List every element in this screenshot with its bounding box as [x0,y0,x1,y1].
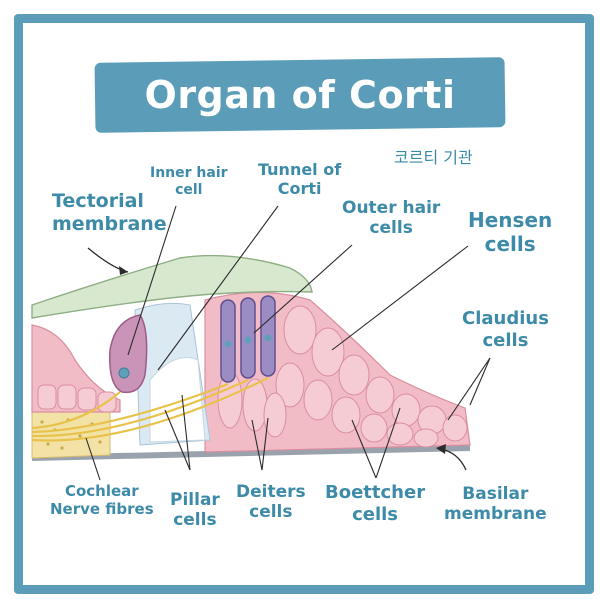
label-cochlear-nerve-fibres: Cochlear Nerve fibres [50,482,154,518]
label-deiters-cells: Deiters cells [236,482,306,523]
basilar-membrane-shape [32,445,470,461]
label-outer-hair-cells: Outer hair cells [342,198,441,239]
border-frame [14,14,594,594]
label-claudius-cells: Claudius cells [462,308,549,351]
korean-subtitle: 코르티 기관 [394,148,473,167]
tectorial-membrane-shape [31,254,313,319]
label-basilar-membrane: Basilar membrane [444,484,547,525]
label-tectorial-membrane: Tectorial membrane [52,190,167,235]
page-title: Organ of Corti [144,73,456,117]
label-pillar-cells: Pillar cells [170,490,220,531]
label-boettcher-cells: Boettcher cells [325,482,426,525]
label-inner-hair-cell: Inner hair cell [150,165,228,198]
label-tunnel-of-corti: Tunnel of Corti [258,160,342,199]
nerve-fibres-shape [31,377,269,442]
label-hensen-cells: Hensen cells [468,208,553,256]
outer-hair-cells-shape [220,295,276,383]
